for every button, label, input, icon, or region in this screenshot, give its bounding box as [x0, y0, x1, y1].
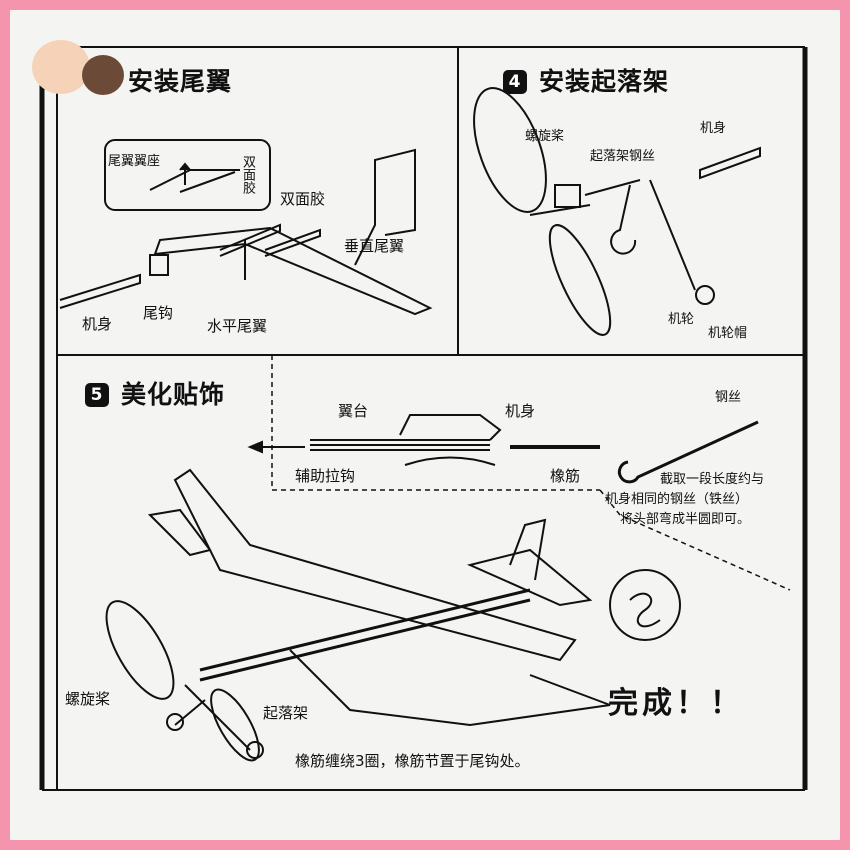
- bear-sticker: [82, 55, 124, 95]
- wire-note-line-1: 截取一段长度约与: [660, 472, 765, 487]
- section-4-title-text: 安装起落架: [539, 67, 670, 96]
- section-5-number: 5: [85, 383, 109, 407]
- baby-face-sticker: [32, 40, 90, 94]
- label-propeller-5: 螺旋桨: [65, 690, 111, 708]
- label-rubber: 橡筋: [550, 467, 581, 485]
- label-wing-mount: 翼台: [338, 402, 369, 420]
- label-tail-seat: 尾翼翼座: [108, 154, 161, 169]
- label-tail-hook: 尾钩: [143, 304, 174, 322]
- manual-page: 安装尾翼 尾翼翼座 双面胶 双面胶 垂直尾翼 机身 尾钩 水平尾翼 4 安装起落架…: [10, 10, 840, 840]
- label-double-tape: 双面胶: [280, 190, 326, 208]
- label-horizontal-stabilizer: 水平尾翼: [207, 317, 268, 335]
- label-aux-hook: 辅助拉钩: [295, 467, 356, 485]
- label-tape-vertical: 双面胶: [240, 155, 255, 194]
- footer-instruction: 橡筋缠绕3圈，橡筋节置于尾钩处。: [295, 752, 530, 770]
- wire-note-line-3: 将头部弯成半圆即可。: [620, 512, 751, 527]
- section-5-title-text: 美化贴饰: [121, 380, 226, 409]
- label-fuselage-5: 机身: [505, 402, 536, 420]
- label-wheel: 机轮: [668, 312, 695, 327]
- section-4-number: 4: [503, 70, 527, 94]
- diagram-lines: [39, 46, 808, 791]
- label-wheel-cap: 机轮帽: [708, 326, 748, 341]
- wire-note-line-2: 机身相同的钢丝（铁丝）: [605, 492, 749, 507]
- section-4-title: 4 安装起落架: [503, 62, 669, 98]
- label-fuselage-4: 机身: [700, 121, 727, 136]
- label-vertical-fin: 垂直尾翼: [344, 237, 405, 255]
- section-3-title: 安装尾翼: [128, 67, 233, 96]
- label-landing-gear: 起落架: [263, 704, 309, 722]
- label-gear-wire: 起落架钢丝: [590, 149, 656, 164]
- complete-text: 完成！！: [608, 686, 744, 721]
- section-5-title: 5 美化贴饰: [85, 375, 225, 411]
- label-fuselage: 机身: [82, 315, 113, 333]
- label-steel-wire: 钢丝: [715, 390, 742, 405]
- label-propeller: 螺旋桨: [525, 129, 565, 144]
